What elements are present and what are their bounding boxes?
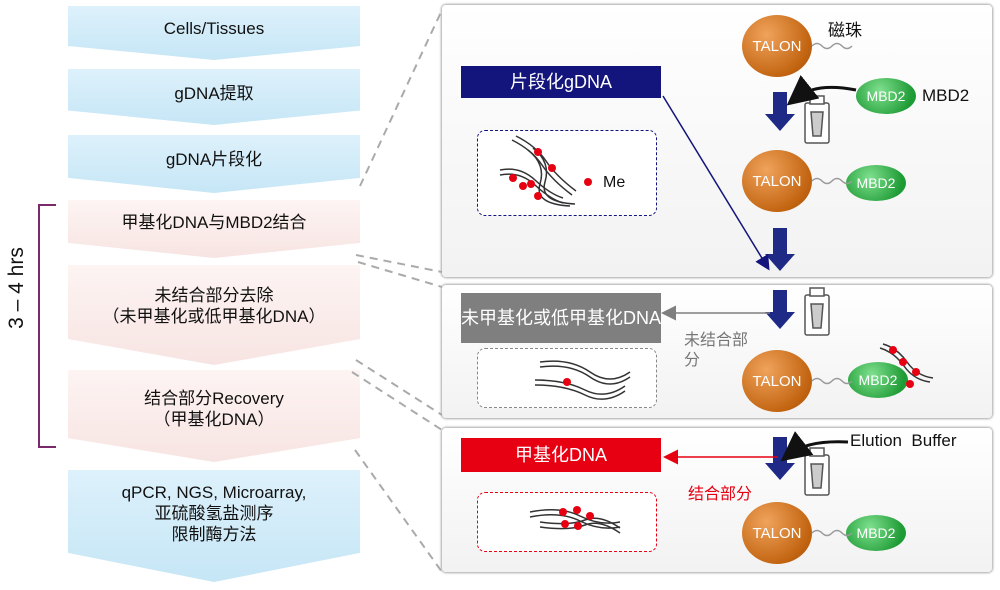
time-label: 3 – 4 hrs [5,247,28,329]
methylated-dna-box [477,492,657,552]
flow-step-2: gDNA提取 [68,69,360,125]
fragment-dna-box [477,130,657,216]
flow-step-4: 甲基化DNA与MBD2结合 [68,200,360,258]
talon-bead-4: TALON [742,502,812,564]
unbound-dna-box [477,348,657,408]
flow-step-label: 未结合部分去除 （未甲基化或低甲基化DNA） [102,286,326,326]
flow-step-label: 甲基化DNA与MBD2结合 [121,213,307,232]
mbd2-protein-4: MBD2 [846,515,906,551]
talon-bead-3: TALON [742,350,812,412]
flow-step-7: qPCR, NGS, Microarray, 亚硫酸氢盐测序 限制酶方法 [68,470,360,582]
bound-note: 结合部分 [688,486,753,503]
fragment-title-box: 片段化gDNA [461,66,661,98]
flow-step-5: 未结合部分去除 （未甲基化或低甲基化DNA） [68,265,360,365]
flow-step-label: 结合部分Recovery （甲基化DNA） [144,389,284,429]
mbd2-protein-2: MBD2 [846,165,906,201]
connector-lines [351,9,443,573]
flow-step-label: gDNA片段化 [165,150,263,169]
flow-step-label: qPCR, NGS, Microarray, 亚硫酸氢盐测序 限制酶方法 [121,483,307,544]
flow-step-label: gDNA提取 [174,84,254,103]
flow-step-label: Cells/Tissues [163,19,265,38]
time-bracket [38,204,56,448]
talon-bead-1: TALON [742,15,812,77]
flow-step-1: Cells/Tissues [68,6,360,60]
mbd2-protein-1: MBD2 [856,78,916,114]
methylated-title-box: 甲基化DNA [461,438,661,472]
elution-label: Elution Buffer [850,431,957,450]
flow-step-3: gDNA片段化 [68,135,360,193]
unbound-note: 未结合部分 [684,332,749,369]
talon-bead-2: TALON [742,150,812,212]
flow-step-6: 结合部分Recovery （甲基化DNA） [68,370,360,462]
unbound-title-box: 未甲基化或低甲基化DNA [461,293,661,343]
mbd2-label: MBD2 [922,86,970,105]
bead-label: 磁珠 [828,21,862,40]
me-label: Me [603,174,626,191]
mbd2-protein-3: MBD2 [848,362,908,398]
